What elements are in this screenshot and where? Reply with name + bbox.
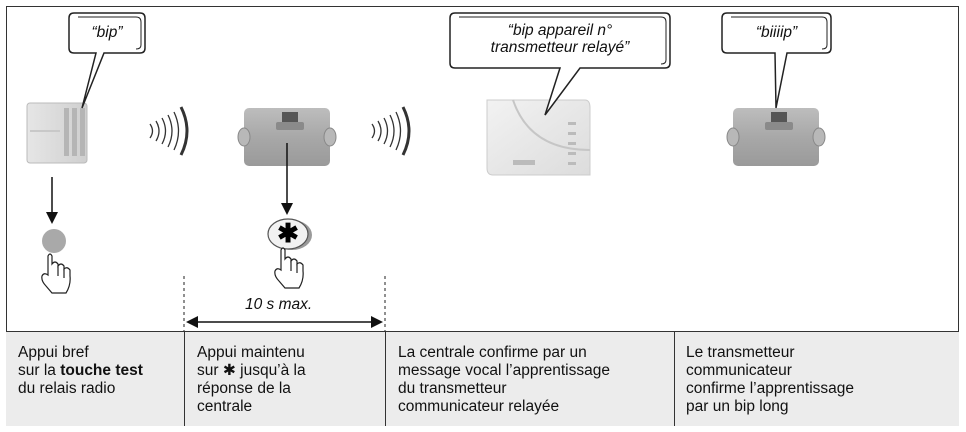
speech-bubble-biiiip xyxy=(721,12,832,109)
column-divider xyxy=(184,331,185,426)
radio-waves xyxy=(371,106,411,156)
bubble-central-line: “bip appareil n° xyxy=(507,22,613,39)
step-line: Appui maintenu xyxy=(197,344,305,361)
step-1-text: Appui bref sur la touche test du relais … xyxy=(18,344,143,398)
step-line: par un bip long xyxy=(686,398,789,415)
bubble-central-line: transmetteur relayé” xyxy=(490,39,630,56)
step-3-text: La centrale confirme par un message voca… xyxy=(398,344,610,416)
radio-relay-device xyxy=(26,102,88,164)
step-line: Appui bref xyxy=(18,344,89,361)
test-button xyxy=(42,229,66,253)
step-line: sur la touche test xyxy=(18,362,143,380)
central-unit-device xyxy=(486,99,591,176)
step-line: centrale xyxy=(197,398,253,415)
step-line: Le transmetteur xyxy=(686,344,795,361)
arrowhead xyxy=(46,212,58,224)
speech-bubble-central-message xyxy=(449,12,671,116)
duration-dimension-arrow xyxy=(186,316,383,328)
step-line: communicateur relayée xyxy=(398,398,560,415)
step-line-part: sur la xyxy=(18,362,61,379)
arrowhead xyxy=(281,203,293,215)
step-line: du transmetteur xyxy=(398,380,507,397)
star-key xyxy=(267,218,312,250)
duration-label: 10 s max. xyxy=(245,296,313,313)
column-divider xyxy=(385,331,386,426)
column-divider xyxy=(674,331,675,426)
step-line: La centrale confirme par un xyxy=(398,344,587,361)
step-line: sur ✱ jusqu’à la xyxy=(197,362,306,379)
step-line: message vocal l’apprentissage xyxy=(398,362,610,379)
finger-press-icon xyxy=(41,253,71,294)
step-2-text: Appui maintenu sur ✱ jusqu’à la réponse … xyxy=(197,344,306,416)
transmitter-device-right xyxy=(726,108,826,166)
steps-band xyxy=(6,331,959,426)
bubble-central-text: “bip appareil n° transmetteur relayé” xyxy=(450,22,670,56)
star-symbol: ✱ xyxy=(277,218,299,248)
step-line: réponse de la xyxy=(197,380,291,397)
bubble-bip-text: “bip” xyxy=(91,24,123,41)
step-line: confirme l’apprentissage xyxy=(686,380,855,397)
speech-bubble-bip xyxy=(68,12,146,109)
transmitter-device xyxy=(237,108,337,166)
finger-press-icon xyxy=(274,247,304,289)
step-line: du relais radio xyxy=(18,380,116,397)
step-4-text: Le transmetteur communicateur confirme l… xyxy=(686,344,854,416)
test-key-label: touche test xyxy=(60,362,143,379)
bubble-biiiip-text: “biiiip” xyxy=(755,24,798,41)
step-line: communicateur xyxy=(686,362,792,379)
radio-waves xyxy=(149,106,189,156)
